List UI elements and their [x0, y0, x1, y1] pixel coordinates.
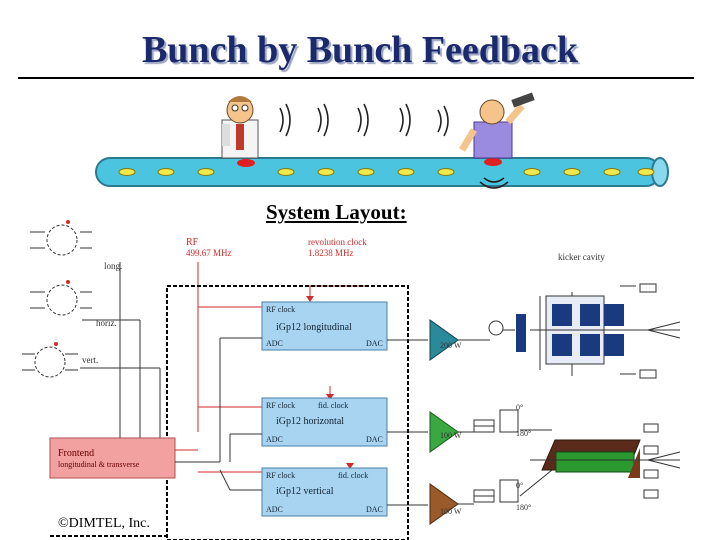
scientist-figure — [221, 96, 259, 159]
kicker-cavity — [530, 295, 680, 365]
hybrid-label: 180° — [516, 429, 531, 438]
board-adc: ADC — [266, 505, 283, 514]
stripline-kicker — [530, 439, 680, 478]
board-dac: DAC — [366, 339, 383, 348]
rev-clock-label: revolution clock — [308, 237, 367, 247]
board-adc: ADC — [266, 339, 283, 348]
hybrid-label: 180° — [516, 503, 531, 512]
amp-power: 100 W — [440, 431, 462, 440]
board-adc: ADC — [266, 435, 283, 444]
worker-figure — [458, 92, 535, 159]
pickup-icons — [22, 224, 92, 378]
title-rule — [18, 77, 694, 79]
amp-power: 200 W — [440, 341, 462, 350]
slide-title: Bunch by Bunch Feedback — [141, 29, 579, 71]
vert-label: vert. — [82, 355, 98, 365]
long-label: long. — [104, 261, 122, 271]
frontend-sub: longitudinal & transverse — [58, 460, 140, 469]
frontend-title: Frontend — [58, 448, 94, 459]
board-rf-clock: RF clock — [266, 305, 295, 314]
board-rf-clock: RF clock — [266, 401, 295, 410]
board-fid-clock: fid. clock — [318, 401, 348, 410]
board-fid-clock: fid. clock — [338, 471, 368, 480]
board-dac: DAC — [366, 505, 383, 514]
horiz-label: horiz. — [96, 318, 117, 328]
system-layout-heading: System Layout: — [266, 200, 407, 224]
amp-power: 100 W — [440, 507, 462, 516]
signal-waves — [279, 103, 509, 189]
board-name: iGp12 horizontal — [276, 416, 344, 427]
board-name: iGp12 longitudinal — [276, 322, 352, 333]
rf-label: RF — [186, 237, 199, 248]
rev-freq-label: 1.8238 MHz — [308, 248, 354, 258]
hybrid-label: 0° — [516, 481, 523, 490]
copyright-notice: ©DIMTEL, Inc. — [58, 516, 150, 531]
board-rf-clock: RF clock — [266, 471, 295, 480]
kicker-label: kicker cavity — [558, 252, 605, 262]
hybrid-label: 0° — [516, 403, 523, 412]
board-dac: DAC — [366, 435, 383, 444]
board-name: iGp12 vertical — [276, 486, 334, 497]
rf-freq-label: 499.67 MHz — [186, 248, 232, 258]
beam-pipe — [95, 157, 669, 187]
